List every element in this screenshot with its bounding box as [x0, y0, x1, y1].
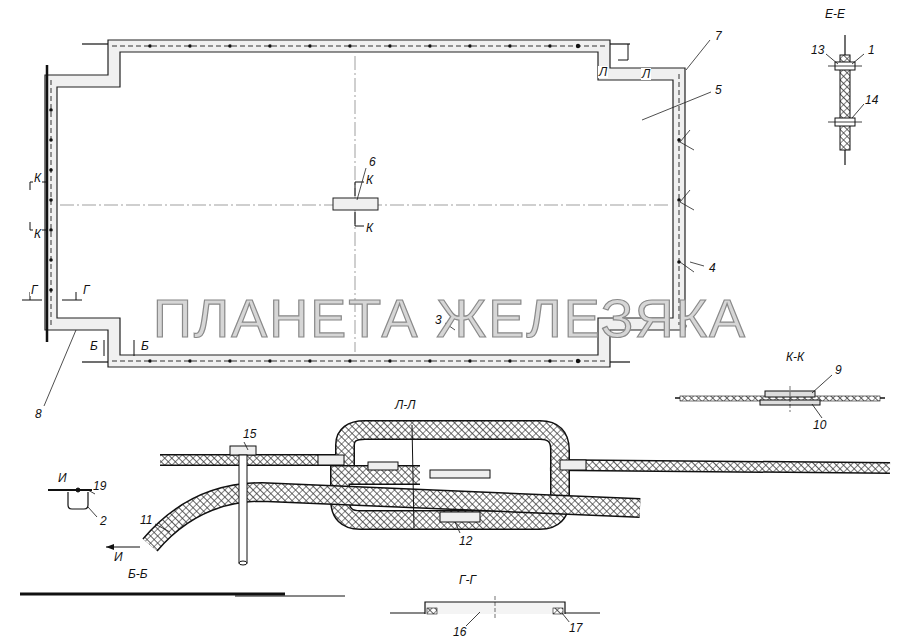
callout-number: 17	[568, 622, 583, 634]
callout-number: 11	[139, 514, 153, 526]
callout-number: 14	[864, 94, 879, 106]
section-mark: К	[33, 228, 42, 240]
section-title: Б-Б	[127, 568, 149, 580]
section-title: Г-Г	[458, 574, 477, 586]
callout-number: 13	[810, 44, 825, 56]
callout-number: 12	[458, 535, 473, 547]
callout-number: 4	[708, 262, 717, 274]
callout-number: 2	[99, 515, 108, 527]
section-mark: Б	[140, 340, 150, 352]
callout-number: 16	[452, 626, 467, 638]
callout-number: 7	[714, 30, 723, 42]
section-mark: Г	[82, 284, 91, 296]
section-mark: Б	[89, 340, 99, 352]
section-title: Л-Л	[394, 399, 416, 411]
section-mark: Г	[30, 284, 39, 296]
callout-number: 19	[92, 480, 107, 492]
section-mark: Л	[641, 68, 651, 80]
callout-number: 10	[812, 419, 827, 431]
callout-number: 15	[242, 428, 257, 440]
section-mark: К	[33, 172, 42, 184]
section-mark: Л	[598, 66, 608, 78]
watermark: ПЛАНЕТА ЖЕЛЕЗЯКА	[153, 291, 747, 345]
callout-number: 6	[368, 156, 377, 168]
callout-number: 9	[834, 364, 843, 376]
section-mark: К	[365, 174, 374, 186]
section-title: Е-Е	[824, 8, 846, 20]
section-title: К-К	[785, 351, 805, 363]
section-mark: К	[365, 222, 374, 234]
section-title: И	[57, 472, 68, 484]
section-mark: И	[113, 551, 124, 563]
callout-number: 8	[34, 408, 43, 420]
callout-number: 5	[714, 84, 723, 96]
callout-number: 1	[867, 44, 876, 56]
